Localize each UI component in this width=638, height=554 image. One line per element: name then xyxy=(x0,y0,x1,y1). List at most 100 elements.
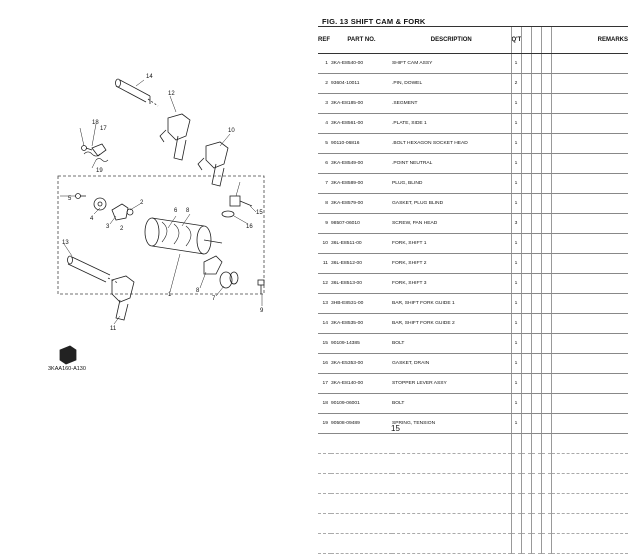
row-remarks xyxy=(550,113,628,134)
row-blank-1 xyxy=(520,413,531,434)
row-part-no: 93604-10011 xyxy=(331,73,392,94)
empty-cell-2 xyxy=(392,513,511,534)
row-remarks xyxy=(550,193,628,214)
empty-cell-2 xyxy=(392,493,511,514)
row-blank-2 xyxy=(530,213,541,234)
header-blank-2 xyxy=(530,26,541,54)
shift-cam-drum-drawing xyxy=(144,217,223,255)
row-blank-2 xyxy=(530,273,541,294)
row-ref: 9 xyxy=(318,213,331,234)
empty-cell-4 xyxy=(520,493,531,514)
row-blank-1 xyxy=(520,113,531,134)
row-part-no: 3KA-E8185-00 xyxy=(331,93,392,114)
row-part-no: 3KA-E8561-00 xyxy=(331,113,392,134)
row-description: SCREW, PAN HEAD xyxy=(392,213,511,234)
row-qty: 1 xyxy=(510,293,521,314)
empty-table-row xyxy=(318,433,628,454)
row-qty: 1 xyxy=(510,253,521,274)
callout-15: 15 xyxy=(256,210,263,216)
row-remarks xyxy=(550,93,628,114)
callout-5: 5 xyxy=(68,196,72,202)
row-ref: 13 xyxy=(318,293,331,314)
callout-4: 4 xyxy=(90,216,94,222)
row-blank-3 xyxy=(540,293,551,314)
row-blank-3 xyxy=(540,113,551,134)
callout-11: 11 xyxy=(110,326,117,332)
callout-8b: 8 xyxy=(186,208,190,214)
empty-cell-6 xyxy=(540,533,551,554)
row-ref: 10 xyxy=(318,233,331,254)
callout-3: 3 xyxy=(106,224,110,230)
row-blank-1 xyxy=(520,153,531,174)
callout-labels: 14 12 10 18 17 19 5 4 3 2 2 6 8 15 16 13… xyxy=(48,74,264,372)
row-blank-3 xyxy=(540,133,551,154)
row-blank-2 xyxy=(530,153,541,174)
row-blank-3 xyxy=(540,253,551,274)
row-blank-2 xyxy=(530,73,541,94)
empty-cell-4 xyxy=(520,453,531,474)
empty-cell-3 xyxy=(510,453,521,474)
row-blank-2 xyxy=(530,333,541,354)
row-blank-3 xyxy=(540,273,551,294)
row-qty: 1 xyxy=(510,53,521,74)
callout-8: 8 xyxy=(196,288,200,294)
row-qty: 1 xyxy=(510,113,521,134)
row-blank-2 xyxy=(530,133,541,154)
row-blank-3 xyxy=(540,353,551,374)
callout-7: 7 xyxy=(212,296,216,302)
empty-cell-2 xyxy=(392,533,511,554)
row-qty: 1 xyxy=(510,133,521,154)
row-blank-3 xyxy=(540,233,551,254)
empty-cell-5 xyxy=(530,513,541,534)
empty-cell-0 xyxy=(318,513,331,534)
empty-cell-5 xyxy=(530,473,541,494)
row-blank-3 xyxy=(540,53,551,74)
shift-fork-10-drawing xyxy=(197,141,229,187)
callout-17: 17 xyxy=(100,126,107,132)
row-remarks xyxy=(550,313,628,334)
row-description: .BOLT HEXAGON SOCKET HEAD xyxy=(392,133,511,154)
empty-cell-7 xyxy=(550,533,628,554)
row-blank-3 xyxy=(540,413,551,434)
row-part-no: 3KA-E8589-00 xyxy=(331,173,392,194)
row-part-no: 36L-E8513-00 xyxy=(331,273,392,294)
empty-table-row xyxy=(318,533,628,554)
row-blank-3 xyxy=(540,73,551,94)
row-blank-1 xyxy=(520,233,531,254)
row-blank-2 xyxy=(530,293,541,314)
empty-cell-7 xyxy=(550,493,628,514)
row-blank-1 xyxy=(520,93,531,114)
row-blank-2 xyxy=(530,353,541,374)
row-part-no: 90109-06001 xyxy=(331,393,392,414)
row-remarks xyxy=(550,213,628,234)
empty-cell-1 xyxy=(331,493,392,514)
row-description: .POINT NEUTRAL xyxy=(392,153,511,174)
row-ref: 17 xyxy=(318,373,331,394)
row-qty: 1 xyxy=(510,153,521,174)
row-blank-2 xyxy=(530,313,541,334)
row-part-no: 36L-E8512-00 xyxy=(331,253,392,274)
row-qty: 1 xyxy=(510,393,521,414)
empty-cell-6 xyxy=(540,473,551,494)
row-description: FORK, SHIFT 3 xyxy=(392,273,511,294)
row-ref: 18 xyxy=(318,393,331,414)
row-ref: 1 xyxy=(318,53,331,74)
row-remarks xyxy=(550,273,628,294)
empty-cell-4 xyxy=(520,533,531,554)
row-qty: 1 xyxy=(510,353,521,374)
row-ref: 7 xyxy=(318,173,331,194)
row-description: PLUG, BLIND xyxy=(392,173,511,194)
callout-10: 10 xyxy=(228,128,235,134)
row-blank-2 xyxy=(530,393,541,414)
empty-cell-4 xyxy=(520,513,531,534)
